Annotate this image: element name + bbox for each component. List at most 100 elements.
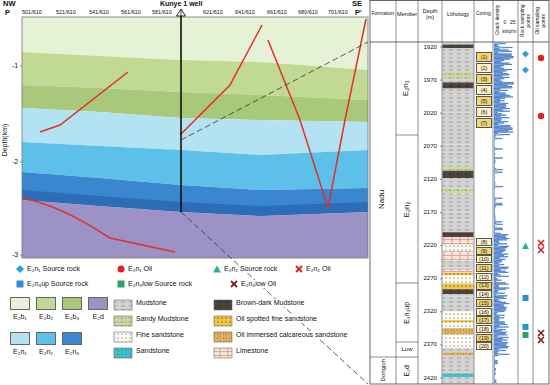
depth-label: 2270	[424, 275, 437, 282]
color-swatch	[36, 332, 56, 345]
member-cell: E₂n₃up	[396, 283, 418, 342]
oil-sample-circle	[538, 113, 544, 119]
rock-sample-diamond	[522, 51, 529, 58]
lithology-bed	[443, 166, 474, 171]
trace-number: 621/610	[203, 9, 223, 15]
lithology-bed	[443, 55, 474, 59]
lithology-bed	[443, 198, 474, 202]
depth-tick-mark	[440, 212, 442, 213]
plot-frame	[22, 17, 368, 258]
lithology-bed	[443, 126, 474, 130]
lithology-bed	[443, 374, 474, 378]
axis-tick	[20, 66, 22, 67]
lithology-bed	[443, 377, 474, 380]
lithology-swatch	[214, 348, 232, 358]
legend-text: E₂n₃low Oil	[241, 280, 276, 288]
scale-label: strip/m	[502, 29, 516, 35]
node-text: Dongjun	[380, 359, 387, 381]
coring-box: (17)	[476, 316, 492, 324]
lithology-bed	[443, 171, 474, 178]
legend-text: E₂n₂ Oil	[306, 265, 331, 273]
node-text: (6)	[481, 109, 488, 115]
node-text: E₂n₂	[403, 201, 412, 217]
lithology-bed	[443, 323, 474, 329]
depth-tick-mark	[440, 278, 442, 279]
lithology-bed	[443, 275, 474, 283]
oil-sample-cross	[538, 330, 544, 343]
node-text: (15)	[479, 300, 489, 306]
lithology-bed	[443, 112, 474, 118]
depth-label: 1920	[424, 44, 437, 51]
source-rock-square	[17, 281, 24, 288]
lithology-bed	[443, 283, 474, 289]
grid-line	[396, 342, 418, 343]
axis-tick	[20, 162, 22, 163]
coring-box: (2)	[476, 63, 492, 73]
lithology-bed	[443, 65, 474, 71]
lithology-bed	[443, 357, 474, 363]
column-header: Lithology	[447, 11, 469, 17]
coring-box: (1)	[476, 52, 492, 62]
lithology-column	[443, 43, 474, 385]
coring-box: (13)	[476, 282, 492, 290]
rock-sample-square	[523, 324, 529, 330]
lithology-bed	[443, 188, 474, 193]
grid-line	[493, 0, 494, 384]
lithology-bed	[443, 380, 474, 382]
node-text: (7)	[481, 120, 488, 126]
coring-box: (20)	[476, 342, 492, 350]
color-swatch	[88, 297, 108, 310]
lithology-bed	[443, 140, 474, 145]
lithology-bed	[443, 45, 474, 49]
grid-line	[396, 0, 397, 384]
depth-tick: -3	[12, 251, 18, 259]
lithology-bed	[443, 71, 474, 78]
oil-cross	[231, 281, 237, 287]
legend-text: Limestone	[236, 347, 268, 355]
legend-text: E₂b₃	[65, 313, 79, 321]
trace-number: 561/610	[121, 9, 141, 15]
legend-text: Sandy Mudstone	[136, 315, 189, 323]
scale-label: 0	[504, 20, 507, 26]
coring-box: (7)	[476, 118, 492, 128]
direction-label: NW	[3, 0, 16, 9]
coring-box: (12)	[476, 273, 492, 281]
lithology-bed	[443, 237, 474, 245]
lithology-bed	[443, 212, 474, 219]
rock-sample-triangle	[522, 243, 529, 250]
direction-label: SE	[352, 0, 362, 9]
column-header: Formation	[372, 11, 395, 17]
column-header: Member	[397, 11, 417, 17]
depth-tick: -1	[12, 62, 18, 70]
depth-tick-mark	[440, 146, 442, 147]
depth-label: 2420	[424, 375, 437, 382]
trace-number: 701/610	[328, 9, 348, 15]
lithology-bed	[443, 261, 474, 268]
lithology-bed	[443, 355, 474, 357]
lithology-bed	[443, 297, 474, 304]
lithology-swatch	[214, 316, 232, 326]
coring-box: (16)	[476, 308, 492, 316]
depth-tick-mark	[440, 113, 442, 114]
depth-label: 2320	[424, 308, 437, 315]
node-text: (3)	[481, 76, 488, 82]
lithology-bed	[443, 95, 474, 103]
grid-line	[474, 0, 475, 384]
coring-box: (18)	[476, 325, 492, 333]
depth-label: 1970	[424, 77, 437, 84]
trace-number: 641/610	[235, 9, 255, 15]
lithology-bed	[443, 311, 474, 318]
coring-box: (3)	[476, 74, 492, 84]
member-cell: E₂n₂	[396, 135, 418, 283]
legend-text: E₂n₃	[65, 348, 79, 356]
color-swatch	[36, 297, 56, 310]
lithology-swatch	[114, 316, 132, 326]
legend-text: E₂n₃up Source rock	[27, 280, 88, 288]
depth-tick-mark	[440, 47, 442, 48]
well-label: Kunye 1 well	[160, 0, 202, 8]
column-frame	[370, 1, 549, 385]
node-text: (14)	[479, 291, 489, 297]
grid-line	[396, 135, 418, 136]
depth-label: 2170	[424, 209, 437, 216]
trace-number: 541/610	[89, 9, 109, 15]
